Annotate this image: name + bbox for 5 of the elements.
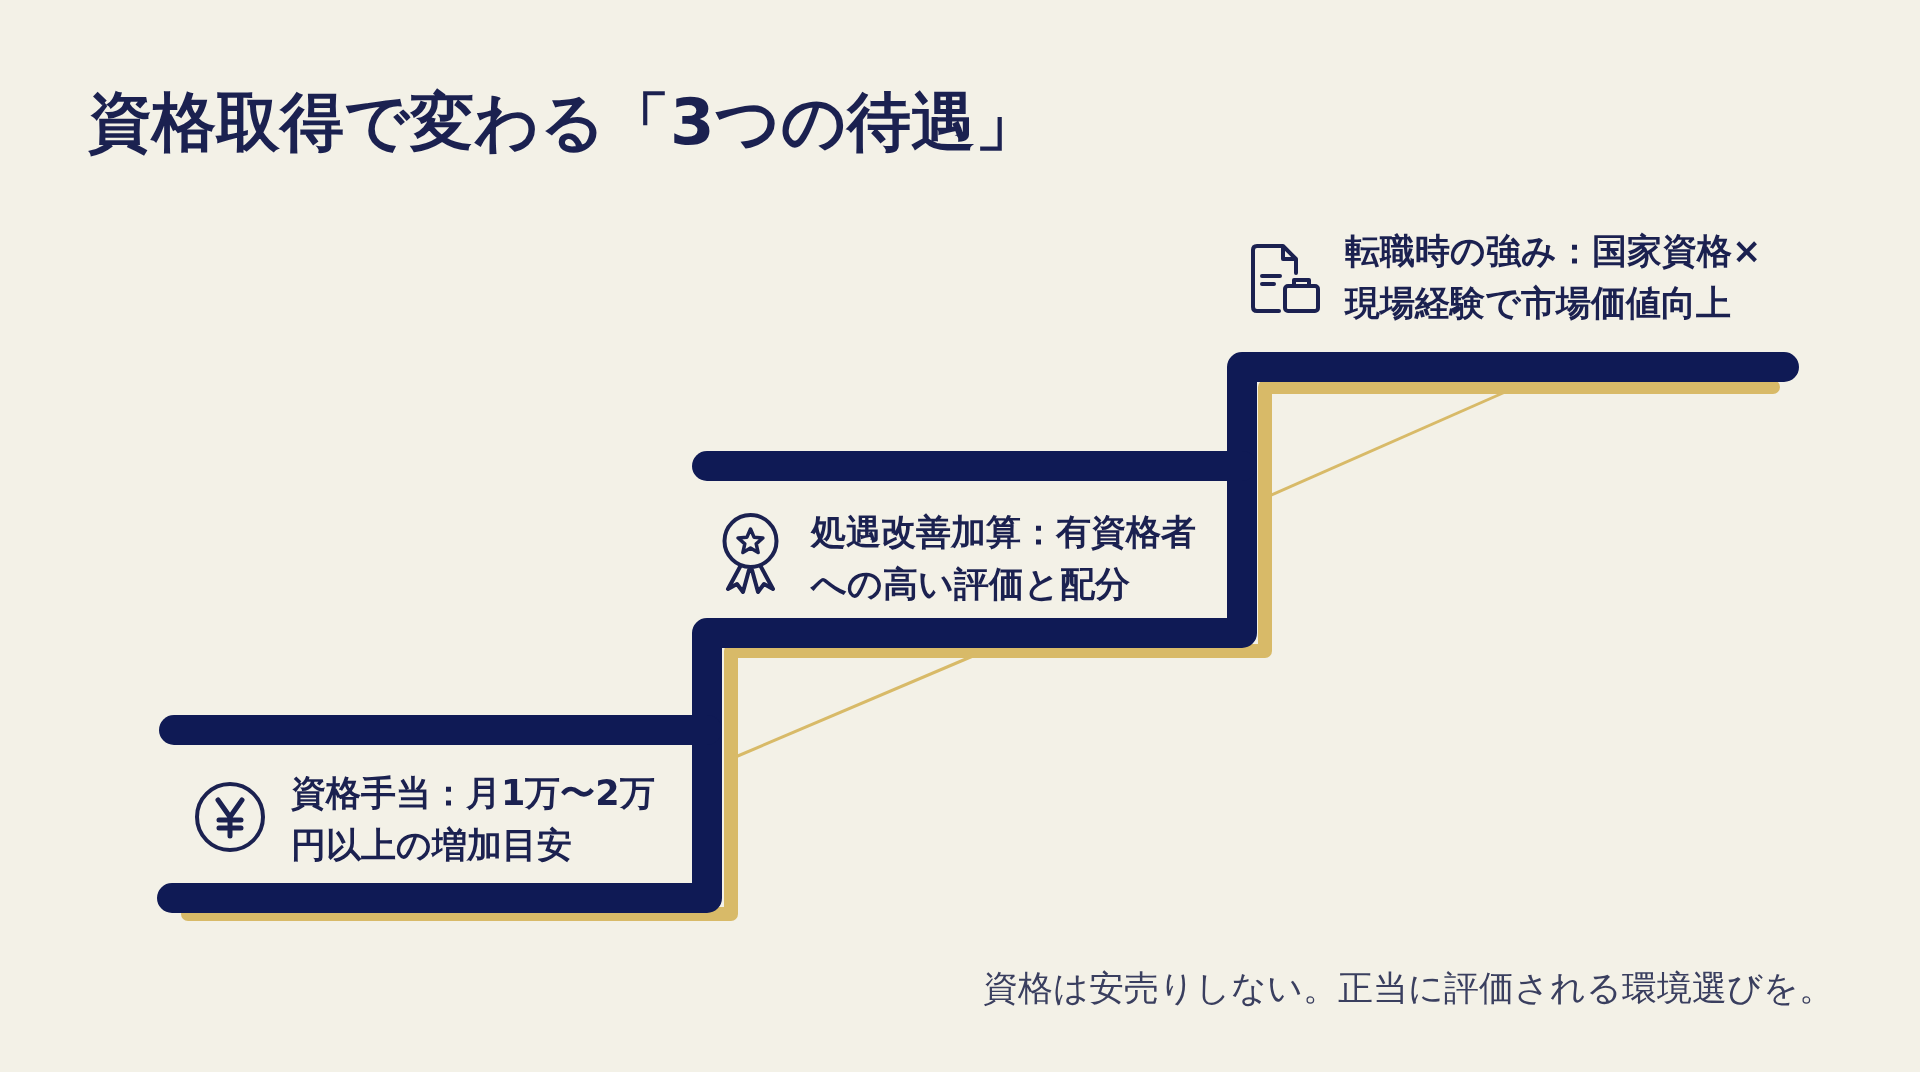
benefit-text: 転職時の強み：国家資格×現場経験で市場価値向上 [1345, 230, 1763, 325]
benefit-text: 資格手当：月1万〜2万円以上の増加目安 [291, 772, 656, 867]
title: 資格取得で変わる「3つの待遇」 [88, 84, 1039, 161]
benefit-text: 処遇改善加算：有資格者への高い評価と配分 [811, 511, 1197, 606]
caption: 資格は安売りしない。正当に評価される環境選びを。 [983, 967, 1834, 1010]
